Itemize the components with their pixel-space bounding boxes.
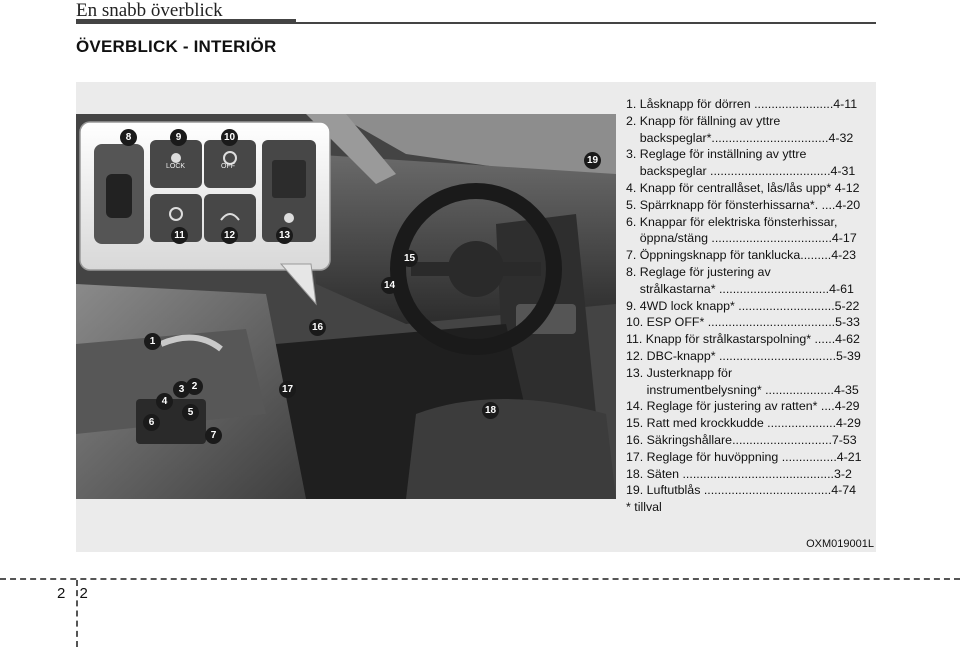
callout-7: 7 bbox=[205, 427, 222, 444]
list-item: 3. Reglage för inställning av yttre bbox=[626, 147, 807, 162]
list-item: 4. Knapp för centrallåset, lås/lås upp* … bbox=[626, 180, 860, 195]
chapter-title: En snabb överblick bbox=[76, 0, 223, 21]
list-item: 9. 4WD lock knapp* .....................… bbox=[626, 298, 860, 313]
component-list: 1. Låsknapp för dörren .................… bbox=[626, 96, 876, 516]
list-item: 8. Reglage för justering av bbox=[626, 264, 771, 279]
list-item: öppna/stäng ............................… bbox=[626, 231, 857, 246]
list-item: backspeglar ............................… bbox=[626, 164, 856, 179]
callout-6: 6 bbox=[143, 414, 160, 431]
section-title: ÖVERBLICK - INTERIÖR bbox=[76, 37, 277, 56]
callout-1: 1 bbox=[144, 333, 161, 350]
list-item: 5. Spärrknapp för fönsterhissarna*. ....… bbox=[626, 197, 861, 212]
header-rule bbox=[296, 22, 876, 24]
list-item: 15. Ratt med krockkudde ................… bbox=[626, 416, 861, 431]
off-label: OFF bbox=[221, 163, 235, 170]
figure-panel: LOCK OFF 8 9 10 11 12 13 19 15 14 16 1 1… bbox=[76, 82, 876, 552]
callout-13: 13 bbox=[276, 227, 293, 244]
list-item: backspeglar*............................… bbox=[626, 130, 854, 145]
interior-illustration bbox=[76, 114, 616, 499]
list-item: 2. Knapp för fällning av yttre bbox=[626, 113, 781, 128]
figure-code: OXM019001L bbox=[806, 538, 874, 550]
callout-17: 17 bbox=[279, 381, 296, 398]
list-item: strålkastarna* .........................… bbox=[626, 281, 854, 296]
callout-8: 8 bbox=[120, 129, 137, 146]
callout-10: 10 bbox=[221, 129, 238, 146]
list-item: 12. DBC-knapp* .........................… bbox=[626, 348, 861, 363]
callout-15: 15 bbox=[401, 250, 418, 267]
list-item: instrumentbelysning* ...................… bbox=[626, 382, 859, 397]
callout-3: 3 bbox=[173, 381, 190, 398]
callout-2: 2 bbox=[186, 378, 203, 395]
callout-18: 18 bbox=[482, 402, 499, 419]
callout-5: 5 bbox=[182, 404, 199, 421]
list-item: 17. Reglage för huvöppning .............… bbox=[626, 449, 862, 464]
callout-14: 14 bbox=[381, 277, 398, 294]
callout-11: 11 bbox=[171, 227, 188, 244]
footer-rule bbox=[0, 578, 960, 580]
footer-divider bbox=[76, 580, 78, 647]
header-bar bbox=[76, 19, 296, 24]
list-item: 10. ESP OFF* ...........................… bbox=[626, 315, 860, 330]
list-item: 16. Säkringshållare.....................… bbox=[626, 432, 857, 447]
callout-9: 9 bbox=[170, 129, 187, 146]
callout-16: 16 bbox=[309, 319, 326, 336]
callout-12: 12 bbox=[221, 227, 238, 244]
page-number: 2 2 bbox=[57, 585, 93, 602]
list-item: 13. Justerknapp för bbox=[626, 365, 733, 380]
lock-label: LOCK bbox=[166, 163, 186, 170]
callout-19: 19 bbox=[584, 152, 601, 169]
list-item: 1. Låsknapp för dörren .................… bbox=[626, 97, 858, 111]
list-item: 7. Öppningsknapp för tanklucka.........4… bbox=[626, 248, 857, 263]
list-item: 19. Luftutblås .........................… bbox=[626, 483, 857, 498]
list-item: 14. Reglage för justering av ratten* ...… bbox=[626, 399, 860, 414]
list-item: 18. Säten ..............................… bbox=[626, 466, 852, 481]
list-item: 6. Knappar för elektriska fönsterhissar, bbox=[626, 214, 838, 229]
callout-4: 4 bbox=[156, 393, 173, 410]
list-item: * tillval bbox=[626, 500, 662, 515]
list-item: 11. Knapp för strålkastarspolning* .....… bbox=[626, 332, 860, 347]
